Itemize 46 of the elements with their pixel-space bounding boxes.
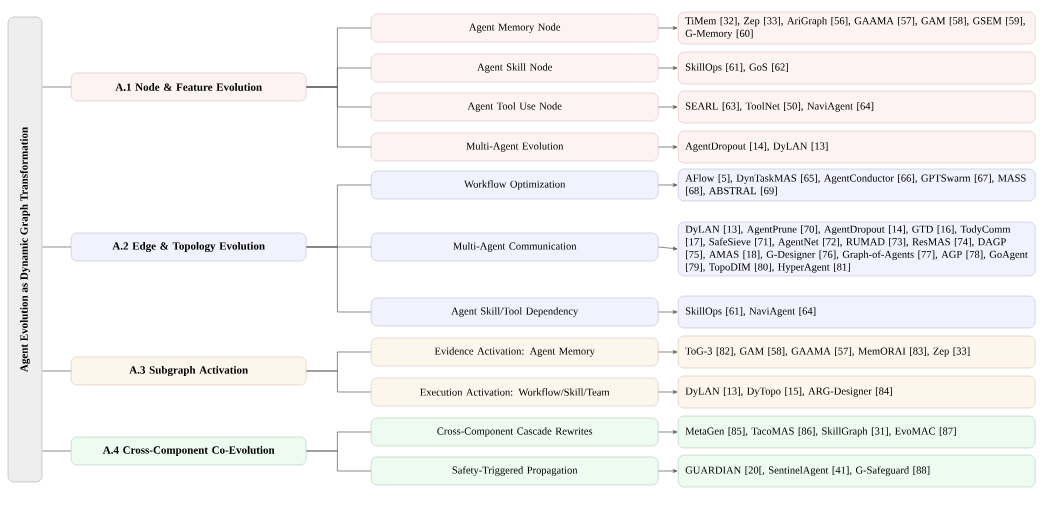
connector bbox=[658, 390, 678, 394]
root-box: Agent Evolution as Dynamic Graph Transformation bbox=[7, 16, 43, 483]
subcategory-box: Multi-Agent Communication bbox=[371, 232, 659, 262]
method-list-box: SEARL [63], ToolNet [50], NaviAgent [64] bbox=[678, 90, 1036, 124]
connector bbox=[658, 350, 678, 354]
connector bbox=[42, 370, 72, 372]
subcategory-box: Agent Tool Use Node bbox=[371, 92, 659, 122]
subcategory-box: Agent Skill/Tool Dependency bbox=[371, 297, 659, 327]
connector bbox=[306, 370, 372, 393]
method-list-box: MetaGen [85], TacoMAS [86], SkillGraph [31], EvoMAC [87] bbox=[678, 415, 1036, 449]
connector bbox=[658, 145, 678, 149]
method-list-box: DyLAN [13], AgentPrune [70], AgentDropout [14], GTD [16], TodyComm [17], SafeSieve [71], AgentNet [72], RUMAD [73], ResMAS [74], DAGP [75], AMAS [18], G-Designer [76], Graph-of-Agents [77], AGP [78], GoAgent [79], TopoDIM [80], HyperAgent [81] bbox=[678, 221, 1036, 277]
connector bbox=[306, 450, 372, 472]
subcategory-box: Cross-Component Cascade Rewrites bbox=[371, 417, 659, 447]
subcategory-box: Agent Skill Node bbox=[371, 53, 659, 83]
subcategory-box: Agent Memory Node bbox=[371, 13, 659, 43]
connector bbox=[658, 310, 678, 314]
subcategory-box: Workflow Optimization bbox=[371, 170, 659, 200]
category-box: A.4 Cross-Component Co-Evolution bbox=[71, 436, 307, 466]
connector bbox=[306, 246, 372, 313]
category-box: A.1 Node & Feature Evolution bbox=[71, 72, 307, 102]
connector bbox=[658, 246, 678, 251]
connector bbox=[42, 246, 72, 248]
connector bbox=[658, 66, 678, 70]
method-list-box: DyLAN [13], DyTopo [15], ARG-Designer [84] bbox=[678, 375, 1036, 409]
connector bbox=[658, 26, 678, 30]
category-box: A.2 Edge & Topology Evolution bbox=[71, 232, 307, 262]
connector bbox=[658, 105, 678, 109]
method-list-box: AgentDropout [14], DyLAN [13] bbox=[678, 130, 1036, 164]
method-list-box: SkillOps [61], NaviAgent [64] bbox=[678, 295, 1036, 329]
method-list-box: AFlow [5], DynTaskMAS [65], AgentConductor [66], GPTSwarm [67], MASS [68], ABSTRAL [69] bbox=[678, 168, 1036, 202]
connector bbox=[42, 86, 72, 88]
subcategory-box: Evidence Activation: Agent Memory bbox=[371, 337, 659, 367]
subcategory-box: Safety-Triggered Propagation bbox=[371, 456, 659, 486]
method-list-box: GUARDIAN [20[, SentinelAgent [41], G-Safeguard [88] bbox=[678, 454, 1036, 488]
connector bbox=[42, 450, 72, 452]
subcategory-box: Execution Activation: Workflow/Skill/Team bbox=[371, 377, 659, 407]
connector bbox=[306, 86, 372, 148]
connector bbox=[658, 183, 678, 187]
method-list-box: SkillOps [61], GoS [62] bbox=[678, 51, 1036, 85]
category-box: A.3 Subgraph Activation bbox=[71, 356, 307, 386]
connector bbox=[658, 469, 678, 473]
subcategory-box: Multi-Agent Evolution bbox=[371, 132, 659, 162]
method-list-box: TiMem [32], Zep [33], AriGraph [56], GAAMA [57], GAM [58], GSEM [59], G-Memory [60] bbox=[678, 11, 1036, 45]
connector bbox=[658, 430, 678, 434]
method-list-box: ToG-3 [82], GAM [58], GAAMA [57], MemORAI [83], Zep [33] bbox=[678, 335, 1036, 369]
